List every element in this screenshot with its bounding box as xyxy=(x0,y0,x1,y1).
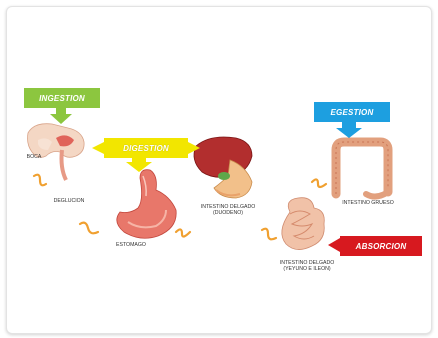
large-intestine-illustration xyxy=(336,142,388,197)
label-small-intestine-duodenum-line2: (DUODENO) xyxy=(188,210,268,216)
label-mouth: BOCA xyxy=(22,154,46,160)
label-large-intestine: INTESTINO GRUESO xyxy=(328,200,408,206)
absorption-tag: ABSORCION xyxy=(340,236,422,256)
label-stomach: ESTOMAGO xyxy=(106,242,156,248)
liver-duodenum-illustration xyxy=(194,137,252,198)
absorption-pointer xyxy=(328,238,340,252)
small-intestine-illustration xyxy=(282,198,324,250)
ingestion-pointer xyxy=(50,108,72,124)
egestion-tag: EGESTION xyxy=(314,102,390,122)
label-small-intestine-duodenum: INTESTINO DELGADO (DUODENO) xyxy=(188,204,268,216)
mouth-illustration xyxy=(28,124,85,158)
label-small-intestine-jejunum-line2: (YEYUNO E ILEON) xyxy=(262,266,352,272)
digestion-left-pointer xyxy=(92,142,104,154)
ingestion-tag: INGESTION xyxy=(24,88,100,108)
digestion-tag: DIGESTION xyxy=(104,138,188,158)
stomach-illustration xyxy=(117,170,176,239)
egestion-pointer xyxy=(336,122,362,138)
label-small-intestine-jejunum-ileum: INTESTINO DELGADO (YEYUNO E ILEON) xyxy=(262,260,352,272)
label-swallowing: DEGLUCION xyxy=(44,198,94,204)
